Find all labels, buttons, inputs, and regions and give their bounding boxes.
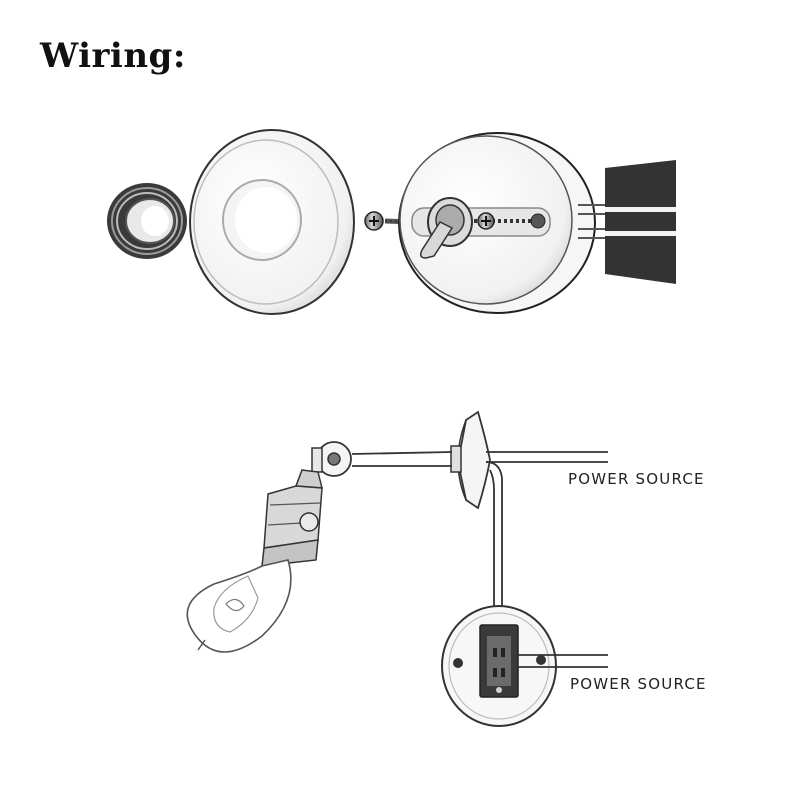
power-wire-bottom: [518, 654, 608, 668]
outlet-icon: [479, 624, 519, 698]
toggle-switch-icon: [419, 197, 473, 259]
ring-nut-icon: [107, 183, 187, 259]
diagram-title: Wiring:: [40, 36, 186, 76]
switch-base: [398, 132, 596, 314]
wall-block-icon: [605, 160, 676, 284]
bulb-icon: [186, 559, 292, 653]
lamp-arm-icon: [311, 441, 453, 477]
power-source-label-top: POWER SOURCE: [568, 470, 705, 488]
power-wire-top: [485, 451, 608, 626]
power-source-label-bottom: POWER SOURCE: [570, 675, 707, 693]
wall-canopy: [450, 410, 491, 510]
cover-plate-icon: [189, 129, 355, 315]
lamp-socket-icon: [261, 469, 323, 567]
